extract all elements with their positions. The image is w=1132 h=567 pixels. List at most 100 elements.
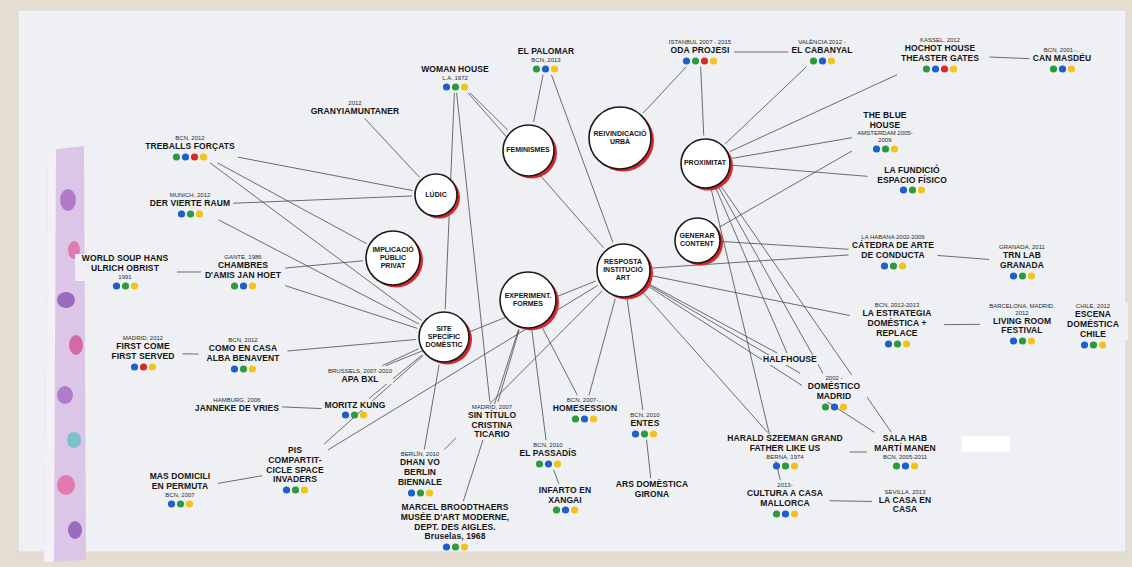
- project-label: ISTANBUL 2007 - 2015ODA PROJESI: [668, 39, 732, 65]
- color-dot: [130, 363, 137, 370]
- project-name: LIVING ROOM FESTIVAL: [982, 317, 1062, 337]
- circle-border: [366, 231, 420, 285]
- project-name: TRN LAB GRANADA: [991, 251, 1053, 271]
- place-date-note: CHILE, 2012: [1058, 303, 1128, 310]
- color-dots: [872, 145, 899, 153]
- color-dot: [827, 57, 834, 64]
- project-label: BCN, 2012-2013LA ESTRATEGIA DOMÉSTICA + …: [852, 302, 942, 347]
- connector-line: [716, 188, 787, 353]
- place-date-note: BCN, 2012-2013: [852, 302, 942, 309]
- color-dots: [772, 510, 799, 518]
- color-dot: [710, 57, 717, 64]
- color-dot: [1058, 65, 1065, 72]
- color-dot: [360, 412, 367, 419]
- color-dot: [641, 430, 648, 437]
- circle-text-block: SITE SPECÍFIC DOMÈSTIC: [426, 325, 463, 348]
- project-label: MARCEL BROODTHAERS MUSÉE D'ART MODERNE, …: [395, 503, 515, 551]
- color-dot: [1080, 341, 1087, 348]
- project-name: EL PASSADÍS: [519, 449, 578, 459]
- color-dot: [185, 500, 192, 507]
- color-dot: [772, 510, 779, 517]
- color-dots: [177, 210, 204, 218]
- concept-circle: IMPLICACIÓ PÚBLIC PRIVAT: [365, 230, 421, 286]
- circle-border: [675, 218, 720, 263]
- project-name: GRANYIAMUNTANER: [310, 107, 401, 117]
- project-label: BCN, 2010ENTES: [629, 412, 660, 438]
- color-dot: [451, 83, 458, 90]
- project-name: INFARTO EN XANGAI: [525, 486, 605, 506]
- concept-circle: SITE SPECÍFIC DOMÈSTIC: [418, 311, 470, 363]
- concept-label: EXPERIMENT. FORMES: [505, 292, 552, 308]
- project-label: ARS DOMÈSTICA GIRONA: [607, 480, 697, 500]
- project-label: LA HABANA 2002-2009CÁTEDRA DE ARTE DE CO…: [851, 234, 936, 269]
- color-dots: [282, 486, 309, 494]
- place-date-note: BERLÍN, 2010: [384, 451, 456, 458]
- connector-line: [734, 52, 788, 53]
- connector-line: [285, 286, 417, 329]
- project-name: CAN MASDÉU: [1032, 54, 1093, 64]
- concept-label: SITE SPECÍFIC DOMÈSTIC: [426, 325, 463, 348]
- color-dots: [1049, 65, 1076, 73]
- color-dot: [701, 57, 708, 64]
- color-dot: [561, 507, 568, 514]
- project-label: GANTE, 1986CHAMBRES D'AMIS JAN HOET: [203, 254, 283, 289]
- project-name: LA CASA EN CASA: [874, 496, 936, 516]
- project-name: THE BLUE HOUSE: [854, 111, 916, 131]
- place-date-note: 2013-: [743, 482, 828, 489]
- connector-line: [386, 281, 596, 366]
- connector-line: [468, 93, 604, 248]
- color-dot: [1018, 338, 1025, 345]
- project-name: SALA HAB MARTÍ MANEN: [869, 434, 941, 454]
- project-label: 2013-CULTURA A CASA MALLORCA: [743, 482, 828, 517]
- place-date-note: BCN, 2001-...: [1032, 47, 1093, 54]
- color-dot: [872, 146, 879, 153]
- connector-line: [382, 349, 418, 366]
- color-dots: [809, 57, 836, 65]
- color-dots: [341, 411, 368, 419]
- project-name: MARCEL BROODTHAERS MUSÉE D'ART MODERNE, …: [395, 503, 515, 542]
- concept-label: GENERAR CONTENT: [679, 232, 714, 248]
- circle-border: [681, 139, 730, 188]
- project-name: MORITZ KUNG: [323, 401, 386, 411]
- color-dots: [899, 186, 926, 194]
- connector-line: [938, 255, 990, 259]
- place-date-note: BRUSSELS, 2007-2010: [327, 368, 393, 375]
- color-dot: [923, 65, 930, 72]
- place-date-note: BCN, 2007-...: [552, 397, 618, 404]
- color-dot: [542, 65, 549, 72]
- color-dot: [112, 282, 119, 289]
- place-date-note: 1991: [75, 274, 175, 281]
- project-name: SIN TÍTULO CRISTINA TICARIO: [456, 411, 528, 440]
- color-dot: [1027, 272, 1034, 279]
- color-dot: [460, 83, 467, 90]
- place-date-note: HAMBURG, 2006: [194, 397, 280, 404]
- project-name: COMO EN CASA ALBA BENAVENT: [201, 344, 286, 364]
- place-date-note: GRANADA, 2011: [991, 244, 1053, 251]
- circle-border: [419, 312, 469, 362]
- concept-circle: FEMINISMES: [502, 124, 555, 177]
- project-label: 2002 -DOMÉSTICO MADRID: [802, 375, 867, 410]
- project-label: KASSEL, 2012HOCHOT HOUSE THEASTER GATES: [893, 37, 988, 72]
- project-name: HOCHOT HOUSE THEASTER GATES: [893, 44, 988, 64]
- circle-border: [503, 125, 554, 176]
- color-dot: [282, 486, 289, 493]
- color-dot: [139, 363, 146, 370]
- color-dot: [890, 146, 897, 153]
- project-name: EL CABANYAL: [790, 46, 853, 56]
- color-dot: [407, 489, 414, 496]
- project-name: LA ESTRATEGIA DOMÉSTICA + REPLACE: [852, 309, 942, 338]
- color-dot: [230, 365, 237, 372]
- project-label: BRUSSELS, 2007-2010APA BXL: [327, 368, 393, 385]
- project-name: CULTURA A CASA MALLORCA: [743, 489, 828, 509]
- circle-text-block: REIVINDICACIÓ URBÀ: [594, 130, 647, 146]
- color-dot: [683, 57, 690, 64]
- color-dot: [535, 460, 542, 467]
- connector-line: [830, 500, 873, 502]
- color-dots: [230, 282, 257, 290]
- color-dot: [839, 403, 846, 410]
- project-label: EL PALOMARBCN, 2013: [517, 47, 575, 73]
- place-date-note: BARCELONA, MADRID, 2012: [982, 303, 1062, 317]
- project-label: MUNICH, 2012DER VIERTE RAUM: [149, 192, 231, 218]
- place-date-note: MADRID, 2012: [106, 335, 181, 342]
- connector-line: [732, 165, 867, 176]
